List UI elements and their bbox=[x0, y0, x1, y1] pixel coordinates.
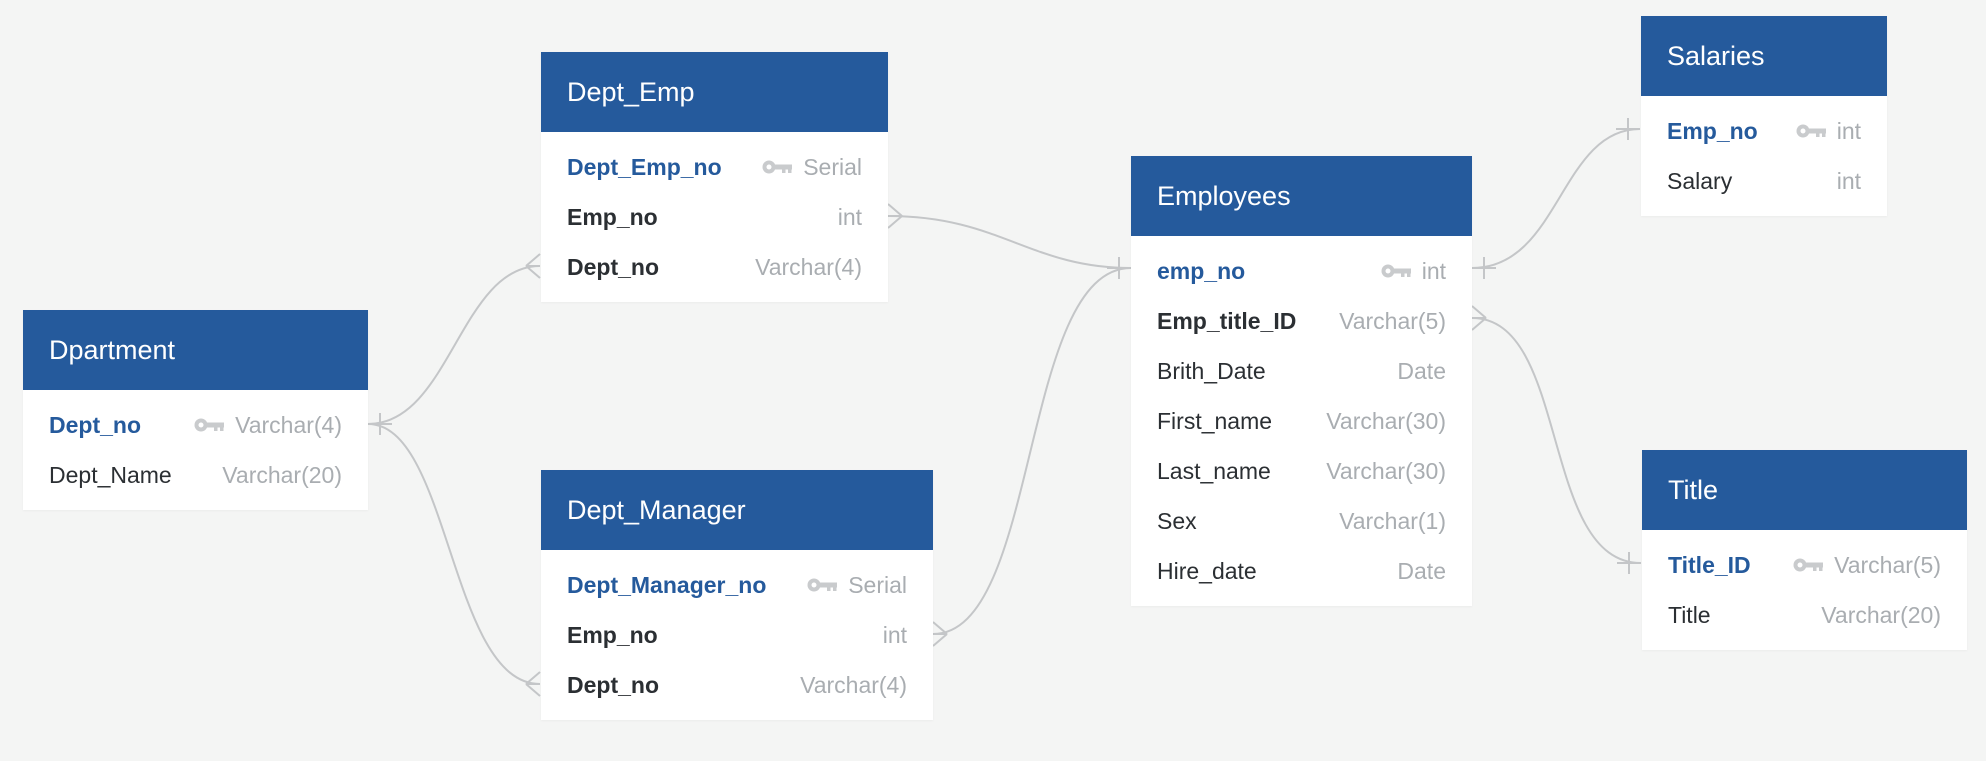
table-row[interactable]: Dept_no Varchar(4) bbox=[541, 660, 933, 710]
key-icon bbox=[194, 418, 225, 432]
table-row[interactable]: Dept_Emp_no Serial bbox=[541, 142, 888, 192]
field-type: Varchar(30) bbox=[1326, 457, 1446, 484]
field-type: Varchar(5) bbox=[1339, 307, 1446, 334]
table-row[interactable]: Title Varchar(20) bbox=[1642, 590, 1967, 640]
one-marker-employees-left bbox=[1107, 257, 1131, 279]
table-row[interactable]: First_name Varchar(30) bbox=[1131, 396, 1472, 446]
table-row[interactable]: Emp_no int bbox=[541, 610, 933, 660]
table-title[interactable]: Dpartment bbox=[23, 310, 368, 390]
table-row[interactable]: Title_ID Varchar(5) bbox=[1642, 540, 1967, 590]
table-dept-manager[interactable]: Dept_Manager Dept_Manager_no Serial Emp_… bbox=[541, 470, 933, 720]
table-title[interactable]: Salaries bbox=[1641, 16, 1887, 96]
many-marker-dept-emp-dept-no bbox=[525, 253, 541, 279]
table-row[interactable]: Dept_no Varchar(4) bbox=[23, 400, 368, 450]
field-type: Serial bbox=[848, 571, 907, 598]
relationship-dept-manager-to-employees[interactable] bbox=[932, 267, 1132, 635]
table-dpartment[interactable]: Dpartment Dept_no Varchar(4) Dept_Name V… bbox=[23, 310, 368, 510]
field-name: Hire_date bbox=[1157, 557, 1257, 584]
relationship-employees-to-title[interactable] bbox=[1471, 317, 1642, 564]
table-salaries[interactable]: Salaries Emp_no int Salary int bbox=[1641, 16, 1887, 216]
field-name: Emp_title_ID bbox=[1157, 307, 1297, 334]
field-name: Dept_Emp_no bbox=[567, 153, 722, 180]
field-name: emp_no bbox=[1157, 257, 1246, 284]
many-marker-dept-emp-emp-no bbox=[887, 203, 903, 229]
key-icon bbox=[1796, 124, 1826, 138]
key-icon bbox=[1381, 264, 1411, 278]
many-marker-dept-manager-emp-no bbox=[932, 621, 948, 647]
field-name: Dept_Manager_no bbox=[567, 571, 767, 598]
field-type: Varchar(5) bbox=[1834, 551, 1941, 578]
field-name: Salary bbox=[1667, 167, 1733, 194]
field-name: Emp_no bbox=[567, 203, 658, 230]
table-row[interactable]: Sex Varchar(1) bbox=[1131, 496, 1472, 546]
field-type: int bbox=[1421, 257, 1446, 284]
field-name: Dept_no bbox=[567, 671, 659, 698]
field-name: Emp_no bbox=[567, 621, 658, 648]
table-title-entity[interactable]: Title Title_ID Varchar(5) Title Varchar(… bbox=[1642, 450, 1967, 650]
field-type: Date bbox=[1397, 557, 1446, 584]
many-marker-dept-manager-dept-no bbox=[525, 671, 541, 697]
table-row[interactable]: Emp_no int bbox=[541, 192, 888, 242]
field-type: Varchar(20) bbox=[1821, 601, 1941, 628]
field-name: Emp_no bbox=[1667, 117, 1758, 144]
table-title[interactable]: Dept_Manager bbox=[541, 470, 933, 550]
table-employees[interactable]: Employees emp_no int Emp_title_ID Varcha… bbox=[1131, 156, 1472, 606]
one-marker-dpartment bbox=[368, 413, 392, 435]
field-name: Dept_Name bbox=[49, 461, 172, 488]
table-row[interactable]: Brith_Date Date bbox=[1131, 346, 1472, 396]
field-type: Varchar(20) bbox=[222, 461, 342, 488]
table-row[interactable]: Salary int bbox=[1641, 156, 1887, 206]
field-type: int bbox=[837, 203, 862, 230]
table-title[interactable]: Title bbox=[1642, 450, 1967, 530]
key-icon bbox=[1793, 558, 1824, 572]
field-name: Dept_no bbox=[567, 253, 659, 280]
table-row[interactable]: emp_no int bbox=[1131, 246, 1472, 296]
relationship-dept-emp-to-employees[interactable] bbox=[887, 215, 1132, 269]
field-type: Date bbox=[1397, 357, 1446, 384]
field-name: Title bbox=[1668, 601, 1711, 628]
key-icon bbox=[762, 160, 793, 174]
key-icon bbox=[807, 578, 838, 592]
field-name: Dept_no bbox=[49, 411, 141, 438]
field-type: Varchar(1) bbox=[1339, 507, 1446, 534]
table-dept-emp[interactable]: Dept_Emp Dept_Emp_no Serial Emp_no int D… bbox=[541, 52, 888, 302]
field-type: Serial bbox=[803, 153, 862, 180]
relationship-dept-to-dept-emp[interactable] bbox=[367, 265, 541, 425]
field-name: First_name bbox=[1157, 407, 1273, 434]
field-type: Varchar(30) bbox=[1326, 407, 1446, 434]
field-type: Varchar(4) bbox=[755, 253, 862, 280]
table-row[interactable]: Dept_Manager_no Serial bbox=[541, 560, 933, 610]
field-type: int bbox=[1836, 167, 1861, 194]
one-marker-title bbox=[1617, 552, 1641, 574]
field-type: int bbox=[1836, 117, 1861, 144]
table-row[interactable]: Last_name Varchar(30) bbox=[1131, 446, 1472, 496]
table-row[interactable]: Emp_no int bbox=[1641, 106, 1887, 156]
relationship-employees-to-salaries[interactable] bbox=[1471, 128, 1641, 269]
field-type: int bbox=[882, 621, 907, 648]
field-name: Brith_Date bbox=[1157, 357, 1266, 384]
relationship-dept-to-dept-manager[interactable] bbox=[367, 423, 541, 685]
table-row[interactable]: Hire_date Date bbox=[1131, 546, 1472, 596]
one-marker-salaries bbox=[1616, 118, 1640, 140]
many-marker-employees-title-id bbox=[1471, 305, 1487, 331]
table-row[interactable]: Emp_title_ID Varchar(5) bbox=[1131, 296, 1472, 346]
field-type: Varchar(4) bbox=[235, 411, 342, 438]
field-name: Sex bbox=[1157, 507, 1197, 534]
table-row[interactable]: Dept_Name Varchar(20) bbox=[23, 450, 368, 500]
one-marker-employees-right bbox=[1472, 257, 1496, 279]
table-row[interactable]: Dept_no Varchar(4) bbox=[541, 242, 888, 292]
field-name: Last_name bbox=[1157, 457, 1271, 484]
table-title[interactable]: Employees bbox=[1131, 156, 1472, 236]
table-title[interactable]: Dept_Emp bbox=[541, 52, 888, 132]
field-type: Varchar(4) bbox=[800, 671, 907, 698]
field-name: Title_ID bbox=[1668, 551, 1751, 578]
